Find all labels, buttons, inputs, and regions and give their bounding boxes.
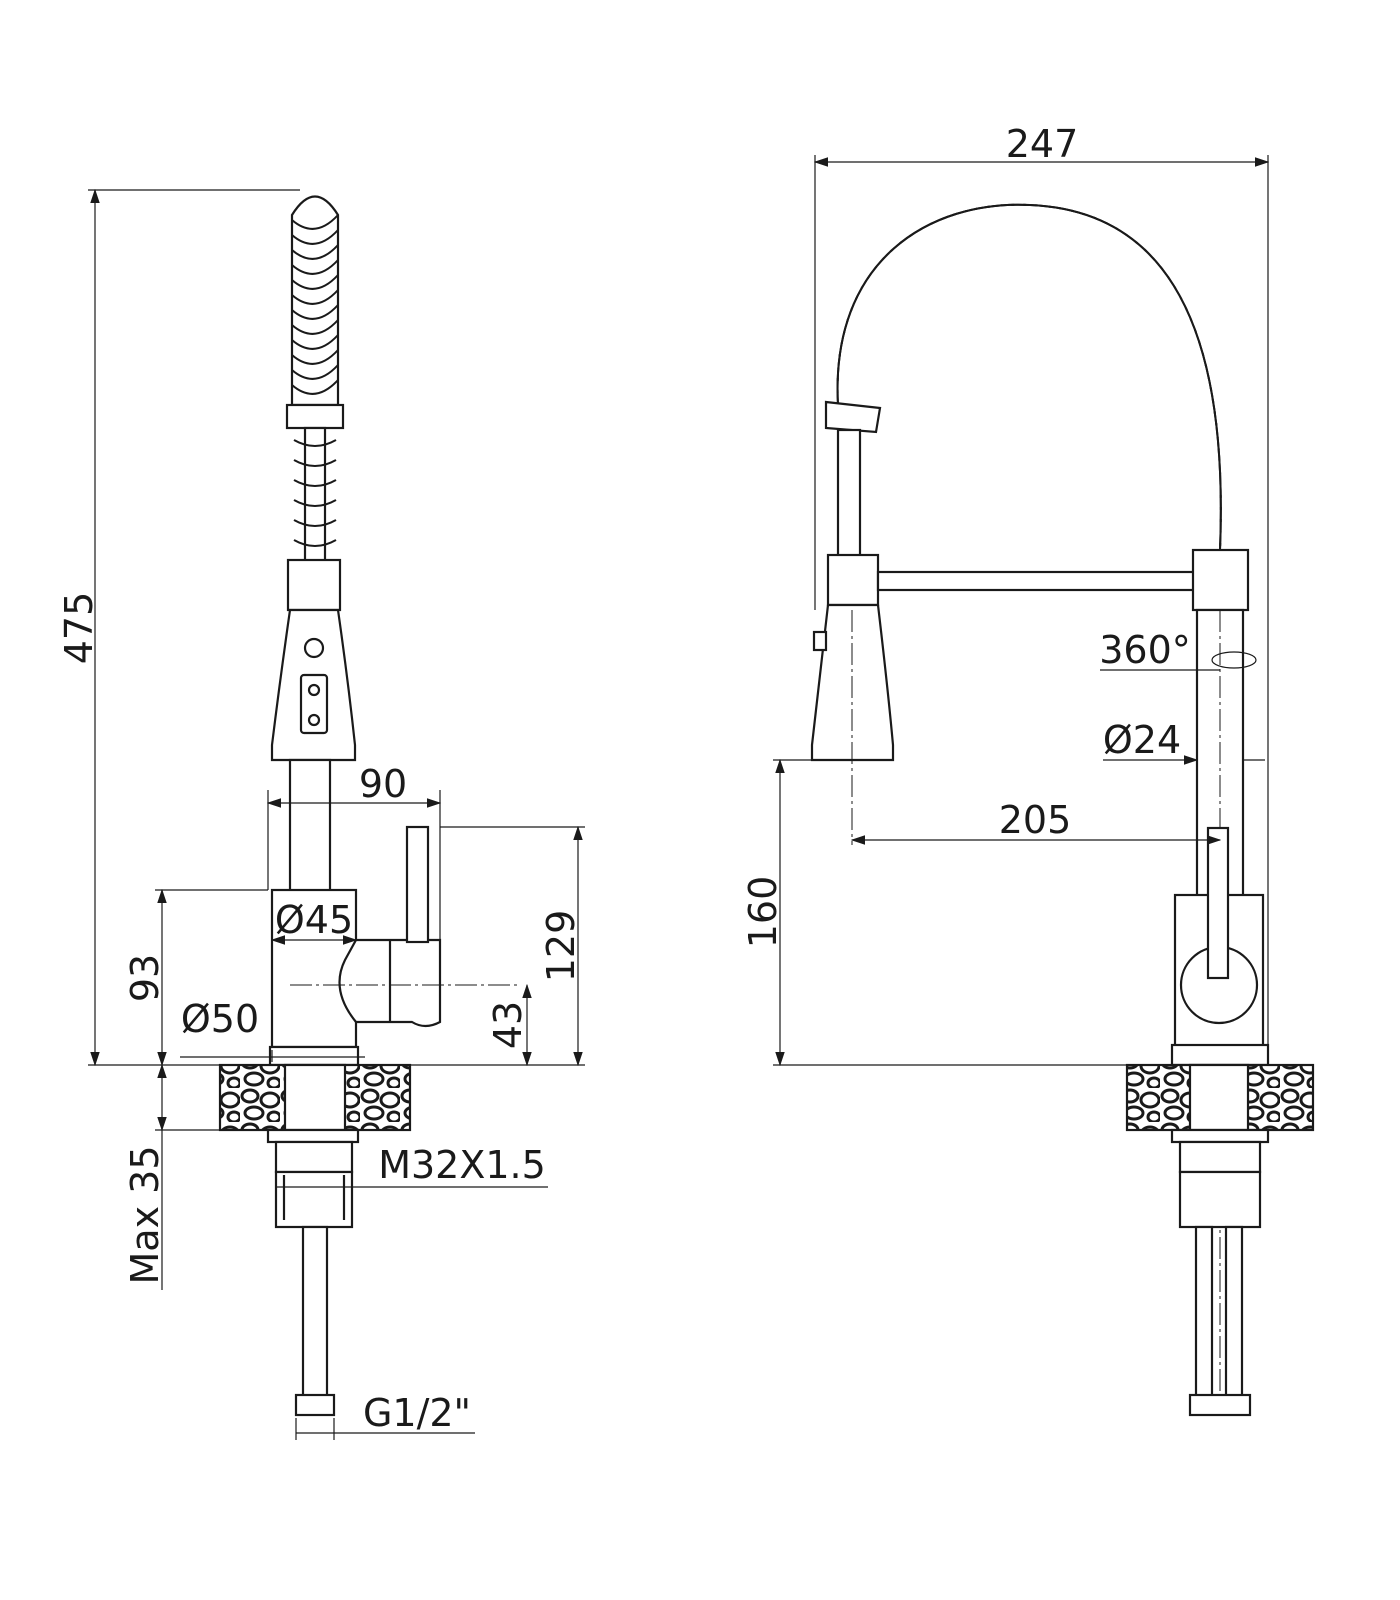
body-side	[268, 825, 520, 1067]
dim-spout-height: 160	[741, 876, 785, 949]
spring-hose-front	[824, 203, 1222, 558]
mounting-front	[1170, 1128, 1270, 1417]
countertop-front	[1125, 1063, 1315, 1132]
dim-total-height: 475	[57, 592, 101, 665]
dim-spout-reach: 205	[999, 798, 1072, 842]
dim-base-diameter: Ø50	[181, 997, 259, 1041]
lever-front	[1206, 826, 1230, 980]
dim-rotation: 360°	[1099, 628, 1191, 672]
spray-head-side	[270, 558, 357, 762]
dim-body-height: 93	[123, 954, 167, 1002]
spout-arm-front	[826, 548, 1250, 612]
side-dimensions: 475 90 Ø45 Ø50 93 129 43 Max 35 M32X1.5	[57, 188, 585, 1440]
dim-connection: G1/2"	[363, 1391, 471, 1435]
dim-lever-height: 129	[539, 910, 583, 983]
spray-button-icon	[303, 637, 325, 659]
front-dimensions: 247 360° Ø24 205 160	[741, 122, 1270, 1067]
dim-max-counter-thickness: Max 35	[123, 1146, 167, 1285]
dim-pipe-diameter: Ø24	[1103, 718, 1181, 762]
dim-body-diameter: Ø45	[275, 898, 353, 942]
rotation-arrow-icon	[1211, 651, 1257, 669]
countertop-side	[218, 1063, 412, 1132]
side-view: 475 90 Ø45 Ø50 93 129 43 Max 35 M32X1.5	[57, 188, 585, 1440]
pipe-side	[288, 758, 332, 894]
body-front	[1170, 826, 1270, 1067]
spray-head-front	[810, 603, 895, 845]
dim-thread: M32X1.5	[378, 1143, 546, 1187]
mounting-side	[266, 1128, 360, 1417]
dim-handle-reach: 90	[359, 762, 407, 806]
front-view: 247 360° Ø24 205 160	[741, 122, 1315, 1417]
dim-width: 247	[1006, 122, 1079, 166]
spring-hose-side	[285, 195, 345, 565]
lever-side	[405, 825, 430, 944]
dim-lever-axis-height: 43	[486, 1001, 530, 1049]
